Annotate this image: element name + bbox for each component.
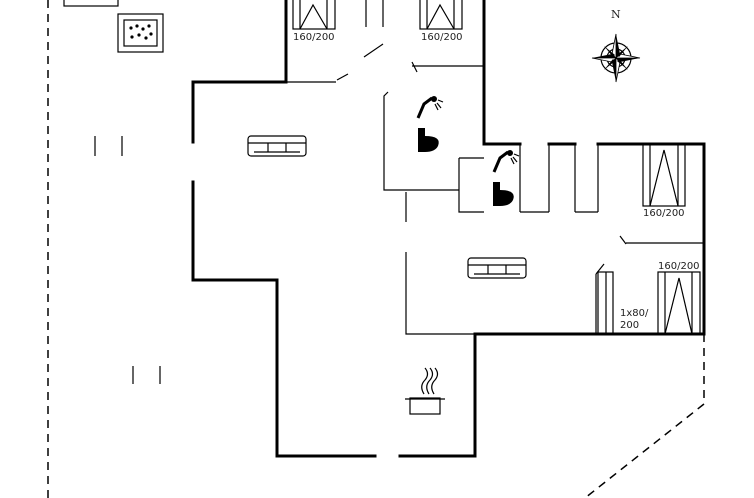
bed-icon: [419, 0, 463, 30]
toilet-icon: [418, 128, 439, 152]
bed-icon: [642, 143, 686, 207]
bed-label: 160/200: [658, 261, 700, 272]
bed-label: 160/200: [293, 32, 335, 43]
terrace-outline: [47, 0, 705, 498]
bed-label: 160/200: [643, 208, 685, 219]
sofa-icon: [247, 135, 307, 157]
bunk-bed-icon: [597, 271, 614, 335]
walls: [191, 0, 706, 458]
bed-label: 160/200: [421, 32, 463, 43]
toilet-icon: [493, 182, 514, 206]
bed-icon: [292, 0, 336, 30]
hot-tub-icon: [117, 13, 164, 53]
sofa-icon: [467, 257, 527, 279]
shower-icon: [492, 150, 520, 173]
compass-north-label: N: [611, 8, 621, 21]
interior-walls: [94, 0, 704, 384]
compass-rose-icon: [591, 33, 641, 83]
bed-icon: [657, 271, 701, 335]
cooking-pot-icon: [405, 367, 445, 415]
shower-icon: [416, 96, 444, 119]
bunk-label: 1x80/: [620, 308, 649, 319]
bunk-label: 200: [620, 320, 639, 331]
outdoor-furniture: [63, 0, 119, 7]
